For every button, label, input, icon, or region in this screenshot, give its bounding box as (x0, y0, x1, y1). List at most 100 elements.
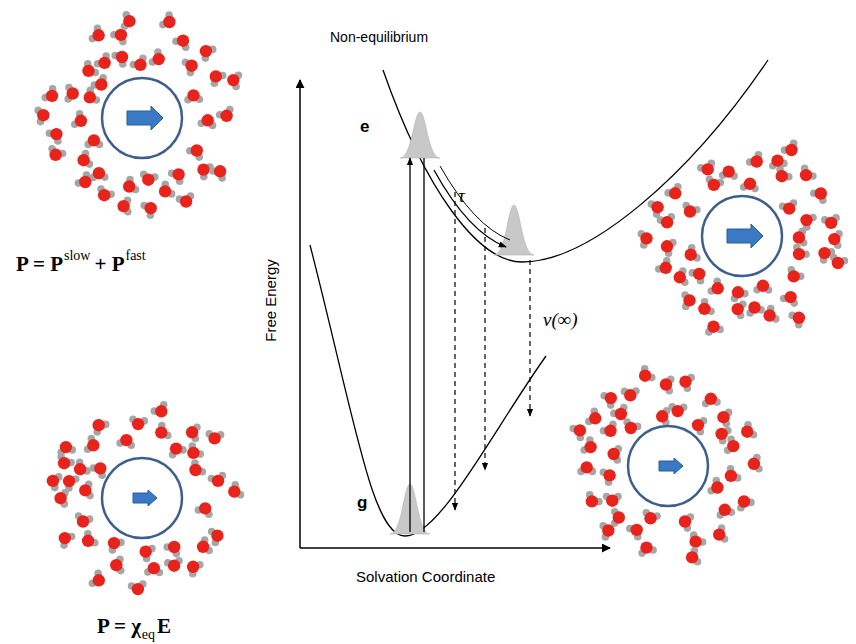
water-molecule (64, 84, 79, 103)
water-molecule (149, 48, 165, 66)
oxygen-atom (748, 458, 760, 470)
water-molecule (82, 60, 99, 77)
water-molecule (59, 532, 76, 549)
water-molecule (648, 200, 664, 218)
equation: E (157, 616, 171, 637)
oxygen-atom (93, 167, 105, 179)
oxygen-atom (608, 448, 620, 460)
oxygen-atom (79, 176, 91, 188)
water-molecule (740, 178, 759, 193)
water-molecule (94, 52, 111, 69)
oxygen-atom (693, 268, 705, 280)
water-molecule (569, 424, 586, 441)
frequency-symbol: ν(∞) (543, 310, 578, 329)
water-molecule (689, 531, 706, 548)
water-molecule (198, 114, 217, 129)
water-molecule (674, 267, 689, 286)
water-molecule (776, 166, 793, 183)
water-molecule (682, 202, 700, 218)
oxygen-atom (574, 424, 586, 436)
oxygen-atom (586, 495, 598, 507)
state-label: e (360, 118, 369, 135)
oxygen-atom (116, 51, 128, 63)
oxygen-atom (132, 418, 144, 430)
dipole-arrow (127, 106, 163, 130)
oxygen-atom (800, 214, 812, 226)
oxygen-atom (660, 378, 672, 390)
water-molecule (780, 291, 798, 307)
oxygen-atom (738, 495, 750, 507)
water-molecule (724, 436, 740, 455)
water-molecule (737, 495, 755, 511)
water-molecule (75, 171, 92, 188)
oxygen-atom (702, 163, 714, 175)
oxygen-atom (603, 469, 615, 481)
water-molecule (75, 512, 94, 528)
water-molecule (789, 312, 806, 329)
water-molecule (731, 286, 749, 302)
water-molecule (140, 171, 159, 186)
water-molecule (176, 192, 195, 207)
oxygen-atom (94, 462, 106, 474)
oxygen-atom (689, 536, 701, 548)
water-molecule (610, 404, 628, 420)
water-molecule (753, 280, 772, 294)
oxygen-atom (644, 512, 656, 524)
oxygen-atom (168, 560, 180, 572)
water-molecule (788, 266, 805, 283)
water-molecule (769, 154, 788, 169)
water-molecule (626, 524, 643, 541)
water-molecule (187, 561, 204, 578)
water-molecule (164, 557, 183, 572)
dipole-arrow (727, 224, 763, 248)
oxygen-atom (741, 426, 753, 438)
water-molecule (655, 257, 672, 274)
water-molecule (200, 45, 217, 62)
oxygen-atom (776, 170, 788, 182)
water-molecule (121, 11, 136, 30)
oxygen-atom (197, 541, 209, 553)
water-molecule (689, 268, 706, 285)
oxygen-atom (715, 428, 727, 440)
oxygen-atom (95, 78, 107, 90)
water-molecule (660, 376, 675, 395)
water-molecule (79, 481, 94, 500)
solute-cavity (102, 458, 182, 538)
oxygen-atom (202, 114, 214, 126)
water-molecule (623, 418, 641, 434)
water-molecule (800, 164, 817, 181)
oxygen-atom (656, 410, 668, 422)
oxygen-atom (679, 515, 691, 527)
oxygen-atom (59, 532, 71, 544)
emission-arrow (454, 192, 455, 510)
water-molecule (151, 401, 168, 418)
relaxation-arrow (440, 166, 510, 240)
water-molecule (84, 435, 100, 453)
water-molecule (184, 89, 203, 103)
oxygen-atom (825, 217, 837, 229)
water-molecule (89, 25, 105, 43)
oxygen-atom (98, 57, 110, 69)
water-molecule (116, 434, 135, 449)
oxygen-atom (54, 492, 66, 504)
oxygen-atom (684, 205, 696, 217)
oxygen-atom (661, 216, 673, 228)
water-molecule (779, 199, 798, 215)
water-molecule (128, 580, 147, 595)
oxygen-atom (74, 463, 86, 475)
oxygen-atom (200, 45, 212, 57)
water-molecule (34, 107, 49, 126)
oxygen-atom (75, 115, 87, 127)
oxygen-atom (168, 541, 180, 553)
oxygen-atom (748, 301, 760, 313)
water-molecule (197, 536, 213, 554)
water-molecule (123, 176, 139, 194)
water-molecule (706, 176, 725, 192)
oxygen-atom (581, 461, 593, 473)
oxygen-atom (197, 163, 209, 175)
water-molecule (599, 522, 614, 541)
water-molecule (84, 134, 103, 148)
water-molecule (810, 187, 827, 204)
oxygen-atom (828, 233, 840, 245)
water-molecule (110, 556, 124, 575)
